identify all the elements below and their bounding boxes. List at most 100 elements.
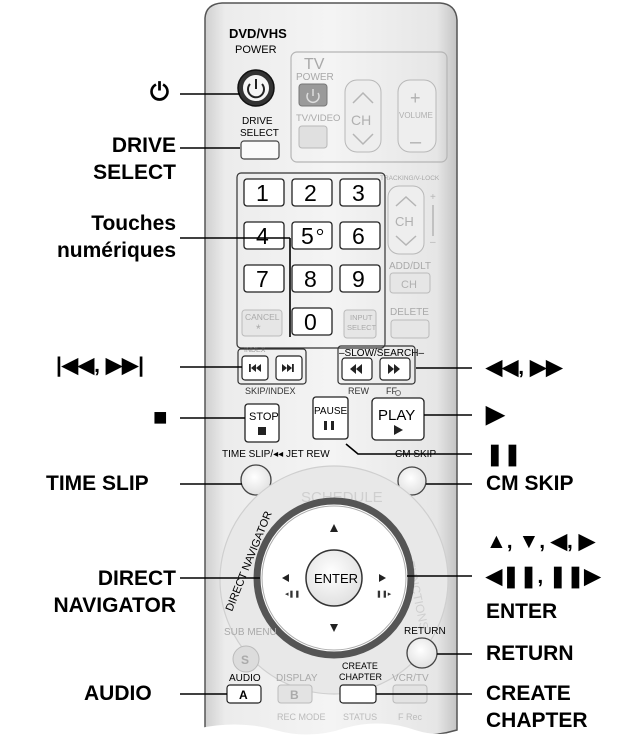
callout-drive-select-line1: DRIVE: [111, 134, 176, 157]
play-button[interactable]: [371, 397, 425, 441]
tracking-ch-label: CH: [395, 214, 414, 229]
callout-frames: ◀❚❚, ❚❚▶: [486, 565, 601, 588]
callout-play: ▶: [486, 401, 505, 428]
callout-pause: ❚❚: [486, 443, 522, 466]
delete-label: DELETE: [390, 307, 429, 318]
input-select-button[interactable]: [343, 309, 377, 339]
right-arrow-icon: [379, 574, 386, 582]
header-line2: POWER: [235, 44, 277, 56]
pause-icon: [324, 421, 334, 430]
vcr-tv-label: VCR/TV: [392, 673, 429, 684]
tracking-label: TRACKING/V-LOCK: [380, 175, 440, 182]
cancel-button[interactable]: [241, 309, 283, 337]
pause-label: PAUSE: [314, 406, 347, 417]
callout-create-chapter: CREATE CHAPTER: [486, 680, 588, 734]
tv-power-icon: [306, 89, 320, 103]
svg-text:+: +: [410, 88, 421, 108]
add-dlt-ch-label: CH: [401, 279, 417, 291]
key-1[interactable]: [243, 178, 285, 207]
return-label: RETURN: [404, 626, 446, 637]
callout-numeric: Touches numériques: [40, 210, 176, 264]
svg-text:–: –: [430, 237, 436, 248]
play-icon: [394, 425, 403, 435]
key-3-label: 3: [352, 180, 365, 206]
volume-rocker[interactable]: [397, 79, 437, 153]
callout-direct-nav-line1: DIRECT: [97, 567, 176, 590]
audio-label: AUDIO: [229, 673, 261, 684]
key-8-label: 8: [304, 266, 317, 292]
return-button[interactable]: [406, 637, 438, 669]
svg-text:–: –: [410, 131, 422, 153]
key-4-label: 4: [256, 223, 269, 249]
key-7[interactable]: [243, 264, 285, 293]
sub-menu-button[interactable]: [232, 645, 260, 673]
cancel-label: CANCEL: [245, 312, 280, 322]
key-9-label: 9: [352, 266, 365, 292]
time-slip-label: TIME SLIP/◂◂ JET REW: [222, 449, 330, 460]
keypad-outline: [236, 172, 386, 349]
create-line1: CREATE: [342, 661, 378, 671]
ff-label: FF: [386, 386, 397, 396]
status-label: STATUS: [343, 712, 377, 722]
display-b: B: [290, 688, 299, 702]
display-label: DISPLAY: [276, 673, 318, 684]
svg-text:❚❚▸: ❚❚▸: [376, 590, 392, 598]
cm-skip-button[interactable]: [397, 466, 427, 496]
play-label: PLAY: [378, 407, 415, 424]
key-3[interactable]: [339, 178, 381, 207]
drive-select-line1: DRIVE: [242, 116, 273, 127]
key-8[interactable]: [291, 264, 333, 293]
callout-enter: ENTER: [486, 600, 558, 623]
drive-select-line2: SELECT: [240, 128, 279, 139]
left-arrow-icon: [282, 574, 289, 582]
key-0[interactable]: [291, 307, 333, 336]
callout-create-line1: CREATE: [486, 682, 571, 705]
search-group-outline: [337, 345, 416, 385]
svg-text:+: +: [430, 192, 436, 203]
slow-search-label: –SLOW/SEARCH–: [339, 348, 424, 359]
enter-label: ENTER: [314, 571, 358, 586]
skip-next-icon: [282, 364, 294, 372]
key-5-label: 5: [301, 223, 314, 249]
key-6[interactable]: [339, 221, 381, 250]
stop-button[interactable]: [244, 403, 280, 443]
ch-label: CH: [351, 112, 371, 128]
power-icon: [247, 79, 265, 99]
create-chapter-button[interactable]: [339, 684, 377, 704]
f-rec-label: F Rec: [398, 712, 423, 722]
callout-drive-select-line2: SELECT: [93, 161, 176, 184]
down-arrow-icon: [330, 624, 338, 632]
audio-a: A: [239, 688, 248, 702]
callout-direct-navigator: DIRECT NAVIGATOR: [40, 565, 176, 619]
tv-label: TV: [304, 56, 325, 73]
display-button[interactable]: [277, 684, 313, 704]
sub-menu-label: SUB MENU: [224, 627, 277, 638]
tv-video-button[interactable]: [298, 125, 328, 149]
key-7-label: 7: [256, 266, 269, 292]
rew-icon: [350, 364, 362, 374]
enter-button[interactable]: [305, 549, 363, 607]
callout-numeric-line1: Touches: [91, 212, 176, 235]
drive-select-button[interactable]: [240, 140, 280, 160]
key-5[interactable]: [291, 221, 333, 250]
key-2[interactable]: [291, 178, 333, 207]
callout-stop: ■: [153, 404, 168, 431]
key-9[interactable]: [339, 264, 381, 293]
rec-mode-label: REC MODE: [277, 712, 326, 722]
callout-time-slip: TIME SLIP: [46, 472, 149, 495]
sub-menu-s: S: [241, 653, 249, 667]
tv-power-label: POWER: [296, 72, 334, 83]
add-dlt-button[interactable]: [389, 272, 431, 294]
pause-button[interactable]: [312, 396, 349, 440]
callout-create-line2: CHAPTER: [486, 709, 588, 732]
key-4[interactable]: [243, 221, 285, 250]
time-slip-button[interactable]: [240, 464, 272, 496]
header-line1: DVD/VHS: [229, 26, 287, 41]
svg-text:◂❚❚: ◂❚❚: [285, 590, 300, 598]
input-select-line2: SELECT: [347, 323, 377, 332]
delete-button[interactable]: [390, 319, 430, 339]
key-6-label: 6: [352, 223, 365, 249]
svg-text:*: *: [256, 322, 261, 336]
